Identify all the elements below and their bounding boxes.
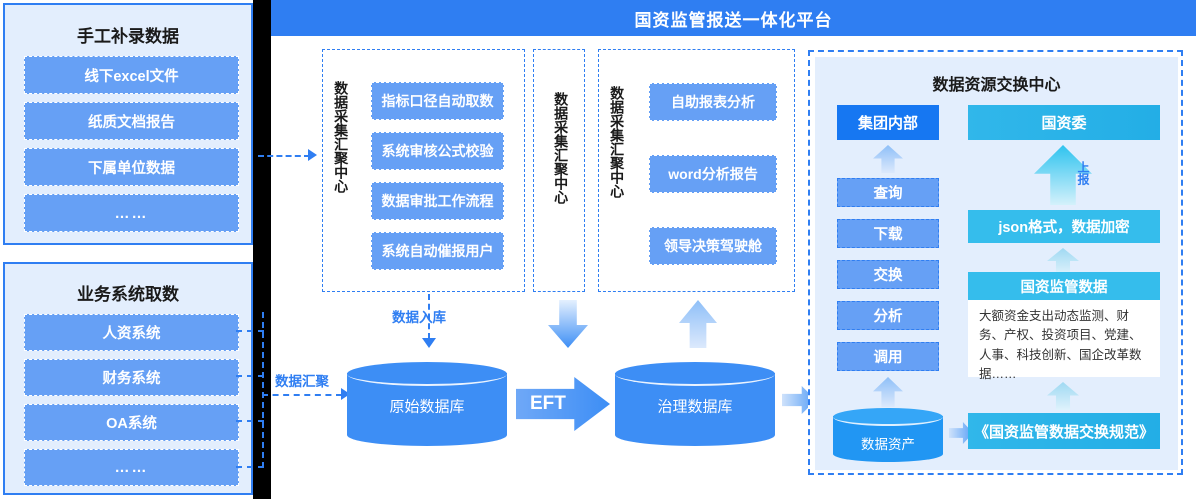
- connector-oa-line: [236, 420, 264, 422]
- connector-ingest-line: [428, 294, 430, 339]
- panel-business-systems-title: 业务系统取数: [77, 285, 179, 304]
- connector-arrowhead-2: [341, 388, 350, 400]
- connector-business-to-db: [262, 394, 342, 396]
- exchange-action-analysis[interactable]: 分析: [837, 301, 939, 330]
- exchange-format-badge: json格式，数据加密: [968, 210, 1160, 243]
- database-raw: 原始数据库: [347, 362, 507, 446]
- source-item-offline-excel[interactable]: 线下excel文件: [24, 56, 239, 94]
- exchange-action-invoke[interactable]: 调用: [837, 342, 939, 371]
- panel-manual-entry-title: 手工补录数据: [77, 27, 179, 46]
- transform-arrow-eft: EFT: [516, 377, 610, 431]
- arrow-down-to-governed-db: [548, 300, 588, 348]
- arrow-up-to-analysis: [679, 300, 717, 348]
- database-raw-top: [347, 362, 507, 386]
- function-word-analysis-report[interactable]: word分析报告: [649, 155, 777, 193]
- connector-hr-line: [236, 330, 264, 332]
- connector-more-line: [236, 466, 264, 468]
- arrow-up-asset-to-actions: [873, 377, 903, 407]
- database-governed: 治理数据库: [615, 362, 775, 446]
- database-asset: 数据资产: [833, 408, 943, 462]
- function-decision-cockpit[interactable]: 领导决策驾驶舱: [649, 227, 777, 265]
- exchange-action-query[interactable]: 查询: [837, 178, 939, 207]
- connector-arrowhead-1: [308, 149, 317, 161]
- collect-column-3: 数据采集汇聚中心 自助报表分析 word分析报告 领导决策驾驶舱: [598, 49, 795, 292]
- exchange-internal-header[interactable]: 集团内部: [837, 105, 939, 140]
- connector-business-trunk: [262, 312, 264, 468]
- function-self-service-report[interactable]: 自助报表分析: [649, 83, 777, 121]
- regulatory-data-card: 国资监管数据 大额资金支出动态监测、财务、产权、投资项目、党建、人事、科技创新、…: [968, 272, 1160, 381]
- connector-manual-to-collect: [258, 155, 310, 157]
- source-item-more-1[interactable]: ……: [24, 194, 239, 232]
- source-item-hr-system[interactable]: 人资系统: [24, 314, 239, 351]
- panel-manual-entry: 手工补录数据 线下excel文件 纸质文档报告 下属单位数据 ……: [3, 3, 253, 245]
- flow-label-ingest: 数据入库: [392, 310, 446, 325]
- collect-column-3-label: 数据采集汇聚中心: [609, 86, 626, 198]
- connector-ingest-arrowhead: [422, 338, 436, 348]
- source-item-subsidiary-data[interactable]: 下属单位数据: [24, 148, 239, 186]
- regulatory-data-card-title: 国资监管数据: [968, 272, 1160, 300]
- database-asset-top: [833, 408, 943, 426]
- exchange-spec-badge: 《国资监管数据交换规范》: [968, 413, 1160, 449]
- source-item-paper-doc[interactable]: 纸质文档报告: [24, 102, 239, 140]
- collect-column-2: 数据采集汇聚中心: [533, 49, 585, 292]
- source-item-oa-system[interactable]: OA系统: [24, 404, 239, 441]
- page-title: 国资监管报送一体化平台: [271, 0, 1196, 36]
- collect-column-2-label: 数据采集汇聚中心: [553, 92, 570, 204]
- connector-finance-line: [236, 375, 264, 377]
- exchange-action-exchange[interactable]: 交换: [837, 260, 939, 289]
- panel-business-systems: 业务系统取数 人资系统 财务系统 OA系统 ……: [3, 262, 253, 495]
- database-raw-label: 原始数据库: [389, 398, 465, 416]
- source-item-finance-system[interactable]: 财务系统: [24, 359, 239, 396]
- collect-column-1-label: 数据采集汇聚中心: [333, 81, 350, 193]
- arrow-report-label: 上报: [1076, 161, 1090, 185]
- database-governed-top: [615, 362, 775, 386]
- exchange-external-header[interactable]: 国资委: [968, 105, 1160, 140]
- database-asset-label: 数据资产: [861, 437, 915, 452]
- function-auto-metric-fetch[interactable]: 指标口径自动取数: [371, 82, 504, 120]
- database-governed-label: 治理数据库: [657, 398, 733, 416]
- regulatory-data-card-body: 大额资金支出动态监测、财务、产权、投资项目、党建、人事、科技创新、国企改革数据……: [979, 309, 1142, 382]
- exchange-center-inner: 数据资源交换中心 集团内部 查询 下载 交换 分析 调用 数据资产 国资委 上报: [815, 57, 1178, 470]
- arrow-up-internal: [873, 145, 903, 173]
- exchange-action-download[interactable]: 下载: [837, 219, 939, 248]
- exchange-center-title: 数据资源交换中心: [932, 77, 1061, 94]
- flow-label-aggregate: 数据汇聚: [275, 374, 329, 389]
- exchange-center-outer: 数据资源交换中心 集团内部 查询 下载 交换 分析 调用 数据资产 国资委 上报: [808, 50, 1183, 475]
- source-item-more-2[interactable]: ……: [24, 449, 239, 486]
- function-auto-reminder[interactable]: 系统自动催报用户: [371, 232, 504, 270]
- function-audit-formula-check[interactable]: 系统审核公式校验: [371, 132, 504, 170]
- function-approval-workflow[interactable]: 数据审批工作流程: [371, 182, 504, 220]
- collect-column-1: 数据采集汇聚中心 指标口径自动取数 系统审核公式校验 数据审批工作流程 系统自动…: [322, 49, 525, 292]
- arrow-up-data-to-format: [1047, 248, 1079, 275]
- separator-bar: [253, 0, 271, 499]
